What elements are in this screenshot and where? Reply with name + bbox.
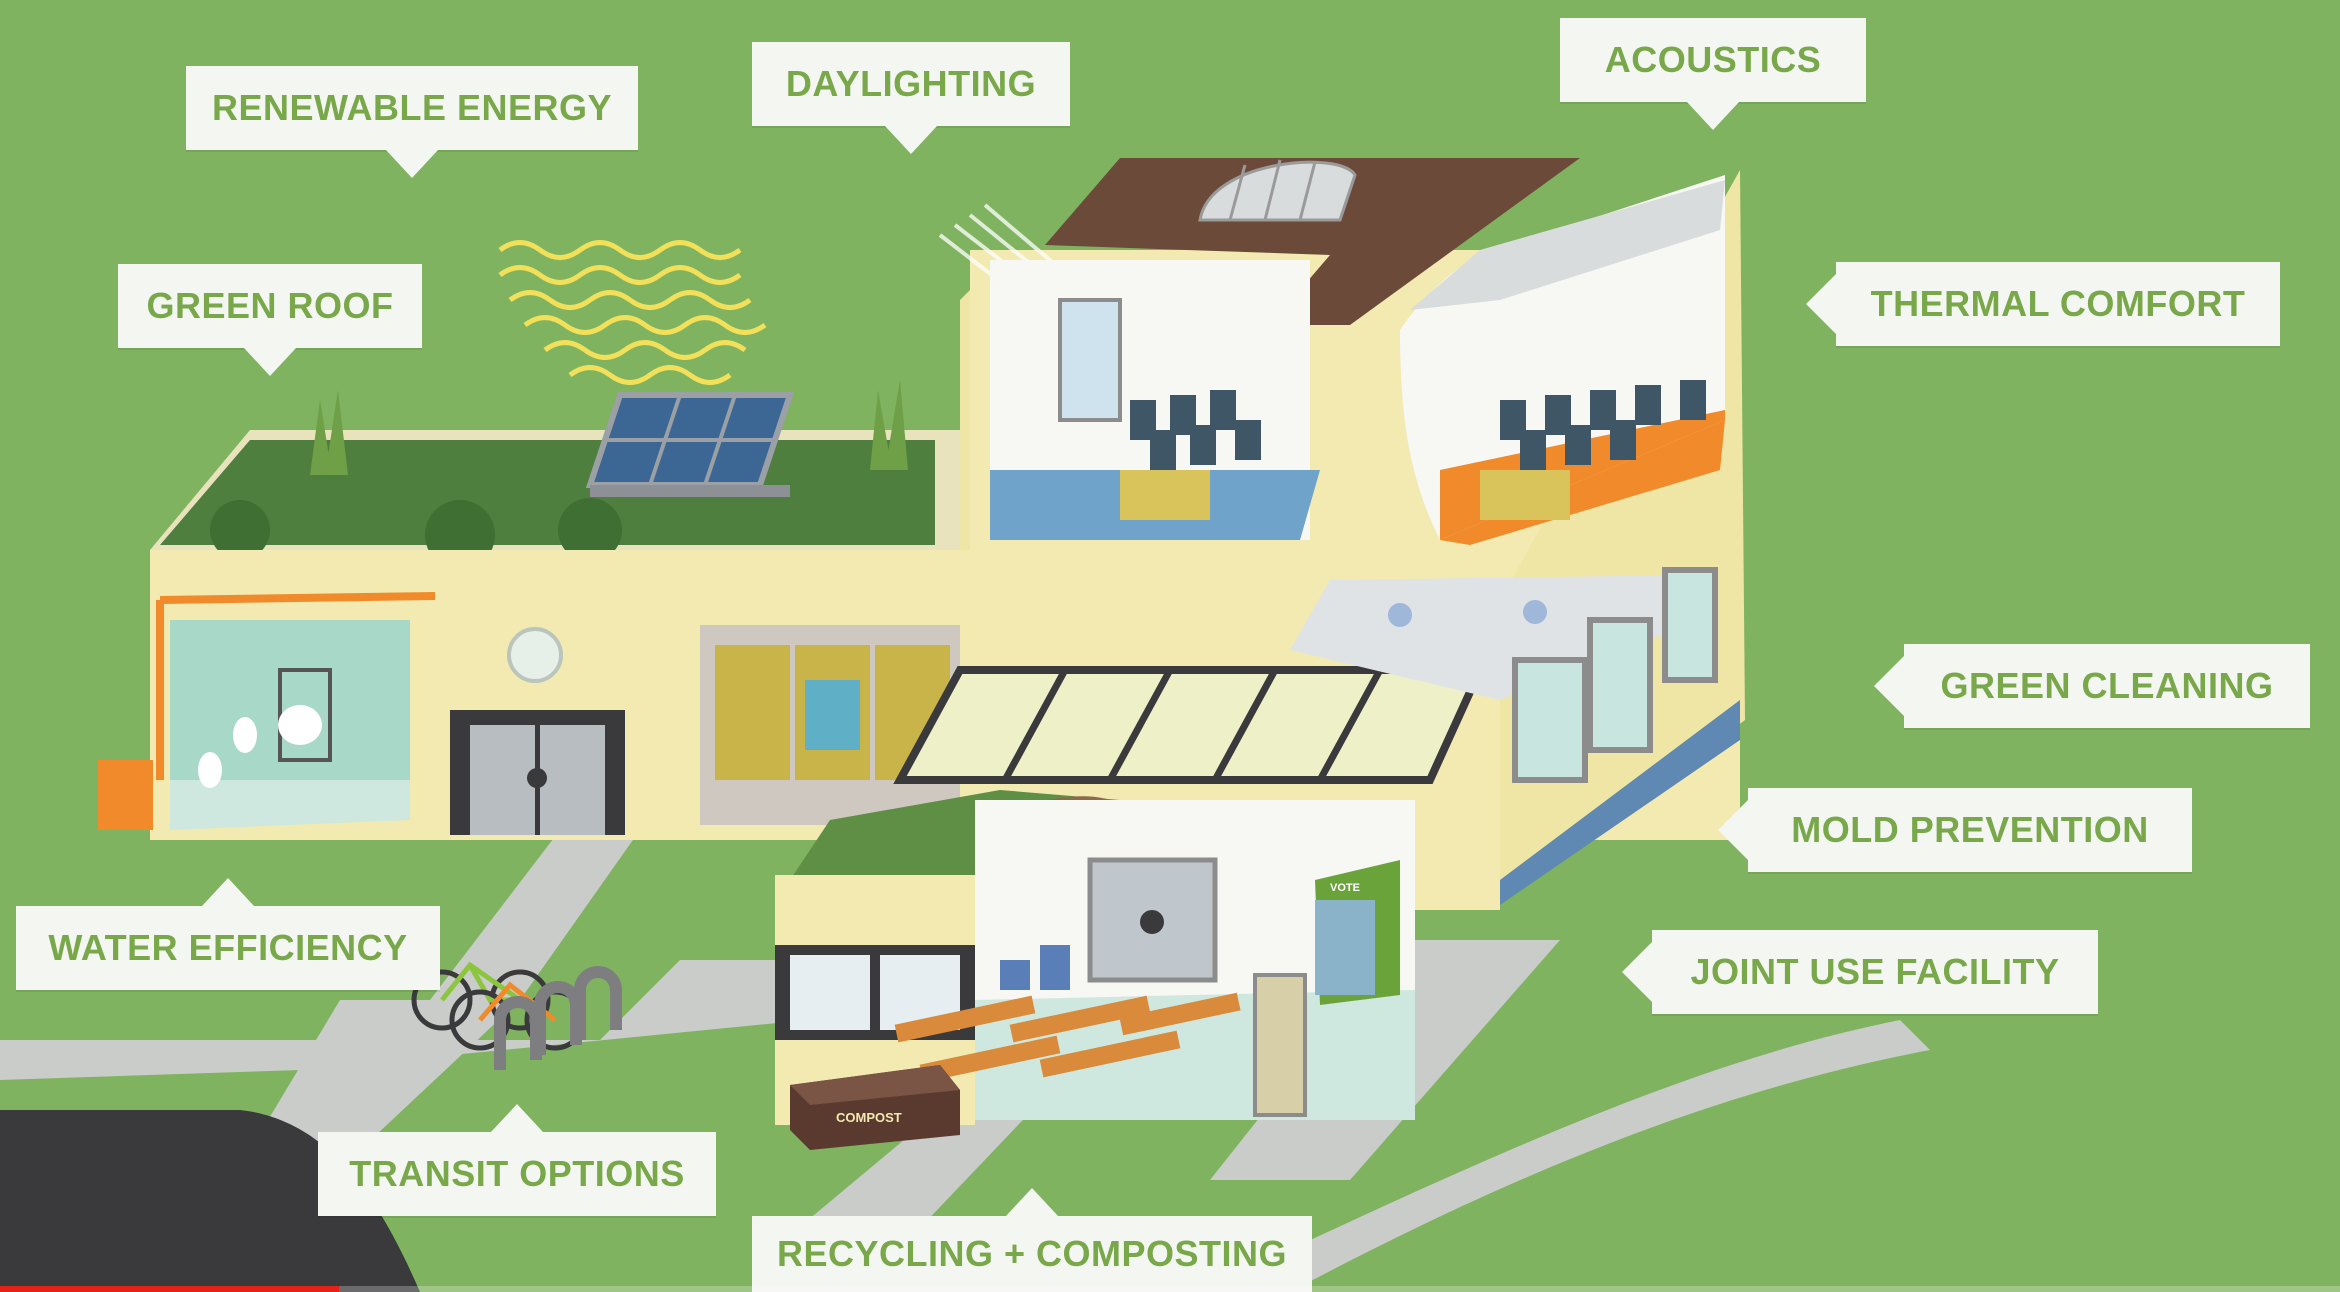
classroom-right — [1400, 175, 1725, 545]
restroom — [98, 592, 563, 830]
callout-pointer — [202, 878, 254, 906]
callout-pointer — [1687, 102, 1739, 130]
callout-pointer — [1622, 942, 1652, 1002]
renewable-energy-waves — [498, 240, 767, 385]
callout-acoustics-text: ACOUSTICS — [1604, 39, 1822, 80]
bike-rack — [411, 961, 622, 1070]
callout-daylighting: DAYLIGHTING — [752, 42, 1070, 154]
callout-pointer — [1718, 800, 1748, 860]
video-progress-fill — [0, 1286, 340, 1292]
callout-recycling-composting: RECYCLING + COMPOSTING — [752, 1188, 1312, 1292]
callout-green-cleaning: GREEN CLEANING — [1874, 644, 2310, 728]
callout-pointer — [386, 150, 438, 178]
callout-daylighting-text: DAYLIGHTING — [785, 63, 1037, 104]
callout-renewable-energy: RENEWABLE ENERGY — [186, 66, 638, 178]
callout-pointer — [885, 126, 937, 154]
callout-acoustics: ACOUSTICS — [1560, 18, 1866, 130]
compost-bin — [790, 1065, 960, 1150]
cleaning-room — [1290, 567, 1740, 905]
glass-canopy — [893, 666, 1487, 784]
callout-joint-use-facility-text: JOINT USE FACILITY — [1690, 951, 2060, 992]
callout-pointer — [1006, 1188, 1058, 1216]
callout-green-cleaning-text: GREEN CLEANING — [1940, 665, 2274, 706]
classroom-left — [990, 260, 1320, 540]
cabinet-display — [700, 625, 960, 825]
cafeteria — [775, 790, 1415, 1125]
callout-green-roof: GREEN ROOF — [118, 264, 422, 376]
callout-transit-options-text: TRANSIT OPTIONS — [349, 1153, 685, 1194]
callout-green-roof-text: GREEN ROOF — [146, 285, 394, 326]
brown-roof — [1045, 158, 1580, 325]
callout-mold-prevention-text: MOLD PREVENTION — [1791, 809, 2149, 850]
compost-label: COMPOST — [836, 1110, 902, 1125]
callout-thermal-comfort-text: THERMAL COMFORT — [1870, 283, 2246, 324]
callout-mold-prevention: MOLD PREVENTION — [1718, 788, 2192, 872]
callout-thermal-comfort: THERMAL COMFORT — [1806, 262, 2280, 346]
callout-transit-options: TRANSIT OPTIONS — [318, 1104, 716, 1216]
entrance-doors — [450, 710, 625, 835]
video-progress-bar[interactable] — [0, 1286, 2340, 1292]
callout-joint-use-facility: JOINT USE FACILITY — [1622, 930, 2098, 1014]
vote-label: VOTE — [1330, 882, 1360, 894]
callout-pointer — [1806, 274, 1836, 334]
callout-water-efficiency: WATER EFFICIENCY — [16, 878, 440, 990]
callout-renewable-energy-text: RENEWABLE ENERGY — [211, 87, 613, 128]
callout-recycling-composting-text: RECYCLING + COMPOSTING — [776, 1233, 1288, 1274]
callout-pointer — [244, 348, 296, 376]
parking-lot — [0, 1110, 420, 1292]
callout-water-efficiency-text: WATER EFFICIENCY — [48, 927, 408, 968]
callout-pointer — [1874, 656, 1904, 716]
solar-panel — [585, 392, 795, 497]
callout-pointer — [491, 1104, 543, 1132]
roof-plants — [310, 380, 908, 475]
